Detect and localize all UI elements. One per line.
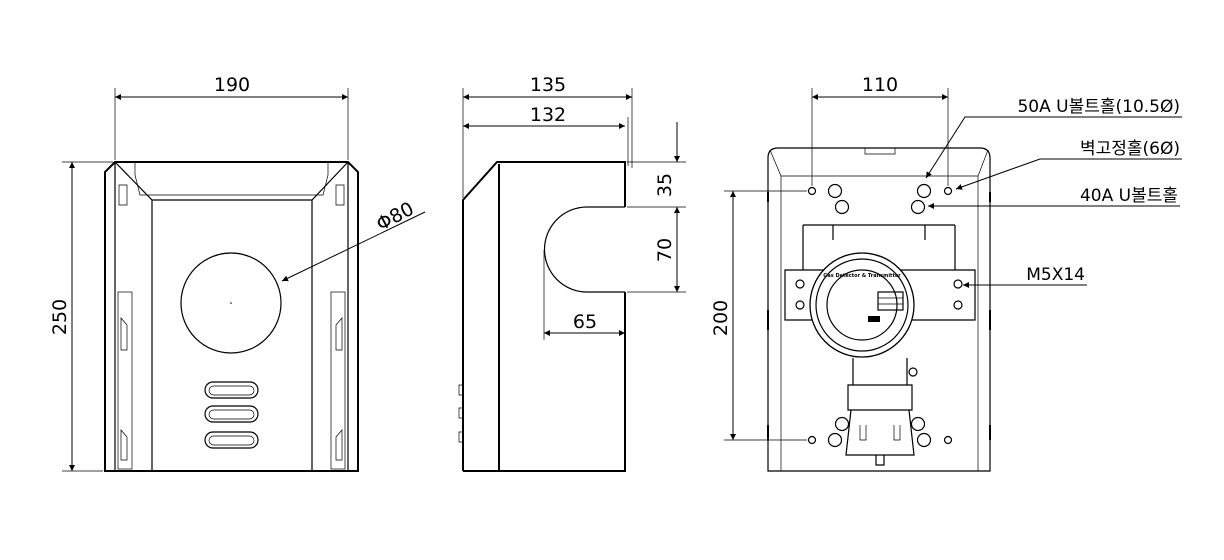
cutout-height-dim: 70	[654, 238, 676, 262]
cutout-depth-dim: 65	[573, 311, 597, 333]
front-view: 190 250 Φ80	[49, 74, 426, 472]
vent-slots	[204, 381, 259, 449]
front-outline	[104, 161, 359, 472]
device-label: Gas Detector & Transmitter	[823, 273, 901, 279]
front-width-dim: 190	[214, 74, 250, 96]
side-view: 135 132 35 70 65	[458, 74, 686, 472]
holes	[807, 183, 953, 448]
pipe-cutout	[543, 206, 625, 293]
callout-50a-ubolt: 50A U볼트홀(10.5Ø)	[1017, 97, 1180, 117]
back-view: Gas Detector & Transmitter 110 200 50A U…	[710, 74, 1182, 472]
hole-spacing-h-dim: 110	[862, 74, 898, 96]
cable-hole	[180, 252, 282, 354]
top-offset-dim: 35	[654, 173, 676, 197]
mounting-plate	[767, 147, 991, 472]
gas-detector: Gas Detector & Transmitter	[784, 224, 976, 466]
callout-wall-mount: 벽고정홀(6Ø)	[1080, 139, 1180, 159]
hole-diameter-dim: Φ80	[373, 198, 418, 236]
callout-m5x14: M5X14	[1026, 265, 1085, 285]
side-inner-depth-dim: 132	[530, 104, 566, 126]
front-height-dim: 250	[49, 299, 71, 335]
callout-40a-ubolt: 40A U볼트홀	[1080, 186, 1178, 206]
hole-spacing-v-dim: 200	[710, 300, 732, 336]
side-depth-dim: 135	[530, 74, 566, 96]
